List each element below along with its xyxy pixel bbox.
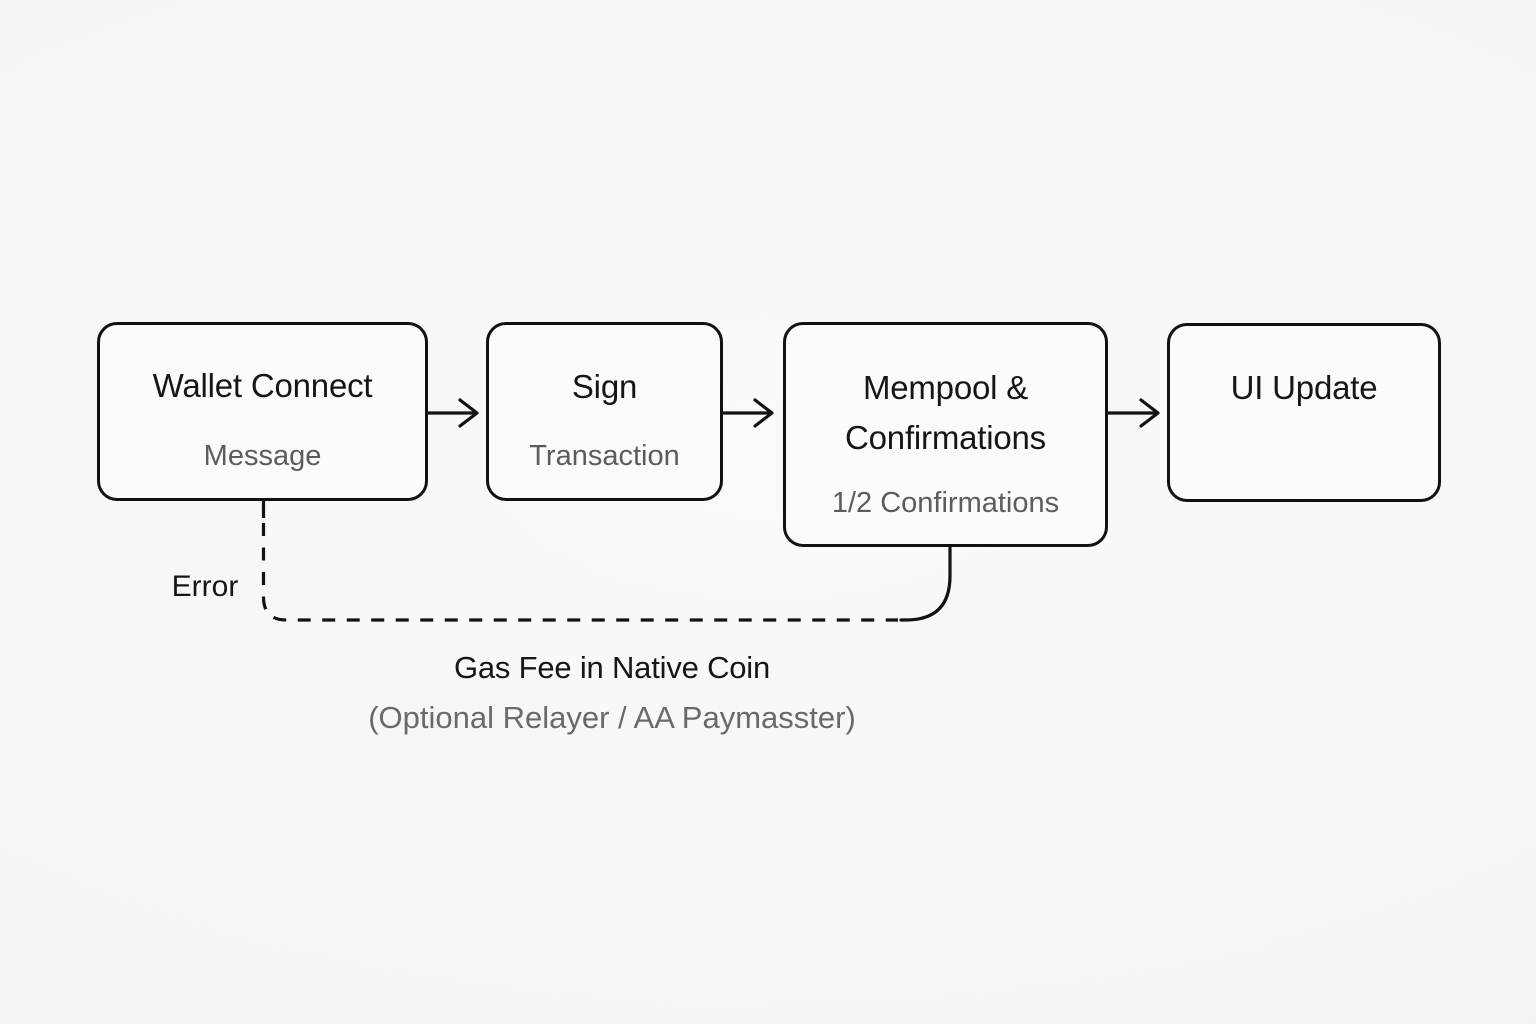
arrow-sign-to-mempool bbox=[722, 398, 774, 428]
caption-gas-fee: Gas Fee in Native Coin bbox=[453, 650, 771, 685]
node-title: Sign bbox=[571, 368, 638, 405]
node-mempool-confirmations: Mempool & Confirmations 1/2 Confirmation… bbox=[783, 322, 1108, 547]
node-title-line2: Confirmations bbox=[845, 419, 1046, 456]
caption-optional-relayer: (Optional Relayer / AA Paymasster) bbox=[368, 700, 856, 735]
node-sign: Sign Transaction bbox=[486, 322, 723, 501]
node-subtitle: Message bbox=[203, 440, 322, 472]
node-title: UI Update bbox=[1230, 369, 1378, 406]
node-wallet-connect: Wallet Connect Message bbox=[97, 322, 428, 501]
error-edge-solid-right bbox=[899, 546, 952, 622]
node-title-line1: Mempool & bbox=[862, 369, 1029, 406]
arrow-wallet-to-sign bbox=[427, 398, 479, 428]
node-title: Mempool & Confirmations bbox=[786, 363, 1105, 463]
node-subtitle: 1/2 Confirmations bbox=[831, 487, 1060, 519]
edge-caption: Gas Fee in Native Coin (Optional Relayer… bbox=[262, 651, 962, 735]
error-edge-label: Error bbox=[171, 570, 239, 603]
arrow-mempool-to-ui bbox=[1107, 398, 1160, 428]
node-ui-update: UI Update bbox=[1167, 323, 1441, 502]
node-title: Wallet Connect bbox=[152, 367, 373, 404]
node-subtitle: Transaction bbox=[529, 440, 680, 472]
